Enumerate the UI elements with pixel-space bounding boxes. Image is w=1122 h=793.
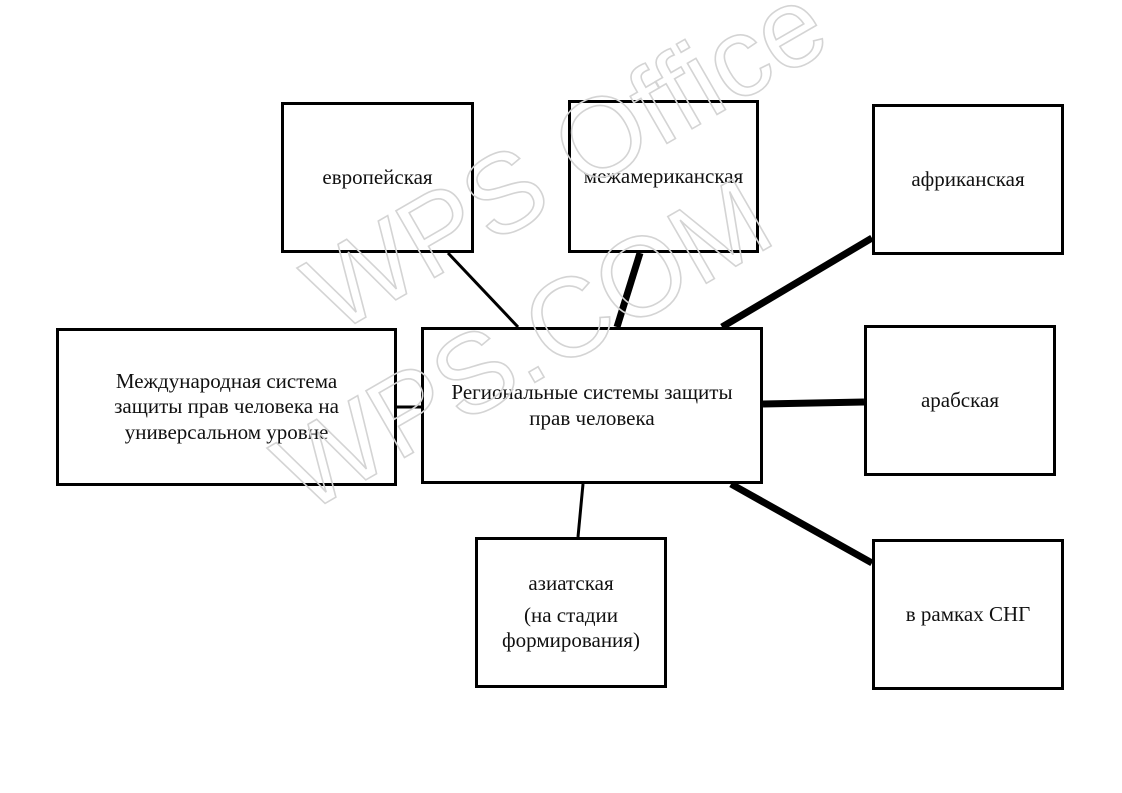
african-box: африканская <box>872 104 1064 255</box>
arab-box: арабская <box>864 325 1056 476</box>
connector-european <box>446 251 520 329</box>
european-box: европейская <box>281 102 474 253</box>
regional-systems-label: Региональные системы защиты прав человек… <box>451 379 733 430</box>
interamerican-box: межамериканская <box>568 100 759 253</box>
connector-african <box>720 234 874 331</box>
connector-asian <box>576 483 585 538</box>
arab-label: арабская <box>920 387 999 412</box>
connector-interamerican <box>613 251 644 329</box>
regional-systems-box: Региональные системы защиты прав человек… <box>421 327 763 484</box>
asian-box: азиатская (на стадии формирования) <box>475 537 667 688</box>
international-system-label: Международная система защиты прав челове… <box>114 368 339 444</box>
interamerican-label: межамериканская <box>583 163 744 188</box>
cis-label: в рамках СНГ <box>905 601 1031 626</box>
connector-cis <box>729 480 874 567</box>
european-label: европейская <box>322 164 433 189</box>
connector-arab <box>762 398 865 408</box>
international-system-box: Международная система защиты прав челове… <box>56 328 397 486</box>
african-label: африканская <box>911 166 1025 191</box>
asian-label: азиатская <box>528 571 614 596</box>
cis-box: в рамках СНГ <box>872 539 1064 690</box>
asian-note: (на стадии формирования) <box>502 602 640 653</box>
